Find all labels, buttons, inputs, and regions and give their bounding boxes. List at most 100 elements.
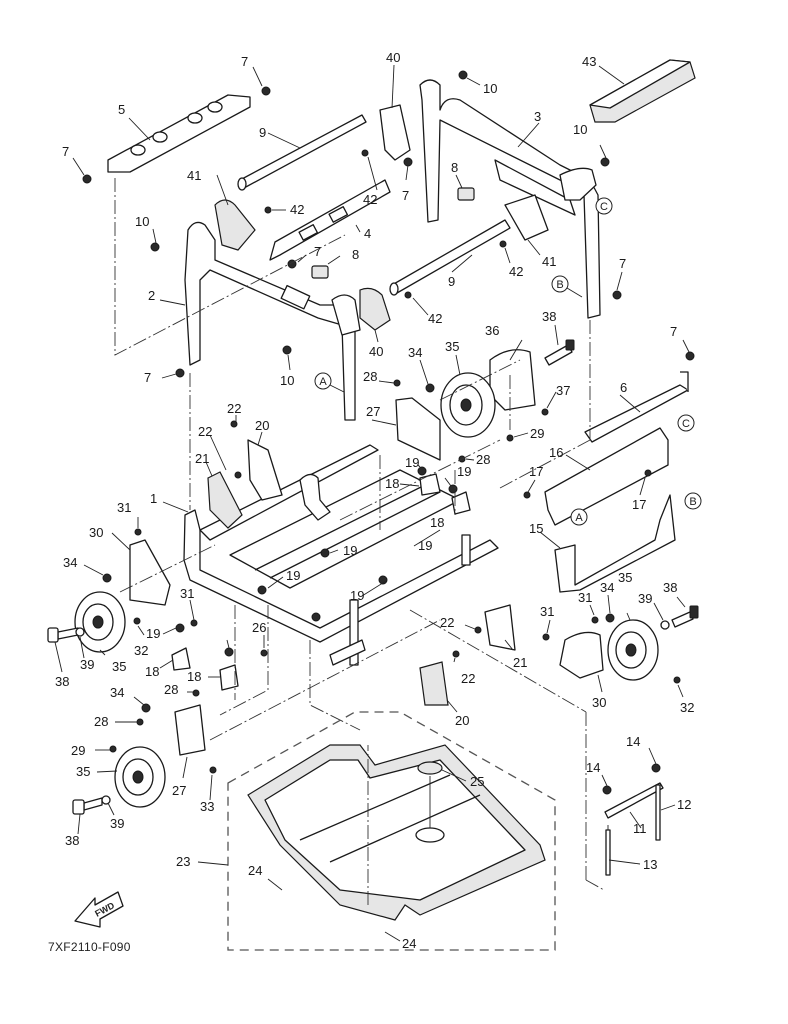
callout: 39	[638, 591, 652, 606]
callout: 31	[180, 586, 194, 601]
callout: 31	[578, 590, 592, 605]
callout: 7	[402, 188, 409, 203]
callout: 28	[476, 452, 490, 467]
callout: 19	[286, 568, 300, 583]
leader-lines	[54, 64, 690, 942]
part-side-panel	[554, 494, 676, 593]
callout: 33	[200, 799, 214, 814]
part-bolt-38-upper	[544, 339, 575, 366]
svg-text:B: B	[689, 496, 696, 508]
callout: 20	[255, 418, 269, 433]
assembly-lines	[114, 178, 605, 905]
callout: 38	[55, 674, 69, 689]
callout: 1	[150, 491, 157, 506]
callout: 10	[280, 373, 294, 388]
callout: 18	[145, 664, 159, 679]
part-rear-frame-hoop	[419, 79, 601, 319]
callout: 7	[241, 54, 248, 69]
callout: 32	[134, 643, 148, 658]
callout: 29	[71, 743, 85, 758]
callout: 10	[135, 214, 149, 229]
callout: 9	[259, 125, 266, 140]
part-bracket-41-left	[214, 199, 256, 251]
callout: 22	[461, 671, 475, 686]
part-hub-bracket-upper	[395, 397, 441, 461]
svg-text:C: C	[682, 418, 690, 430]
reference-marker-b-upper: B	[551, 275, 583, 298]
part-top-plate	[107, 94, 251, 173]
callout: 10	[573, 122, 587, 137]
figure-code: 7XF2110-F090	[48, 940, 131, 954]
callout: 35	[112, 659, 126, 674]
part-plug	[417, 761, 443, 775]
callout: 41	[542, 254, 556, 269]
callout: 35	[618, 570, 632, 585]
part-wheel-lower	[114, 746, 166, 808]
callout: 40	[369, 344, 383, 359]
callout: 20	[455, 713, 469, 728]
part-brace-assembly	[602, 763, 664, 876]
part-bracket-40-upper	[379, 104, 411, 161]
callout: 19	[457, 464, 471, 479]
part-cushion-pad	[589, 59, 696, 123]
callout: 18	[187, 669, 201, 684]
part-rail-bracket	[544, 427, 669, 526]
callout: 41	[187, 168, 201, 183]
callout: 31	[117, 500, 131, 515]
callout: 21	[513, 655, 527, 670]
callout: 26	[252, 620, 266, 635]
part-mount-18c	[171, 647, 191, 671]
svg-text:A: A	[575, 512, 583, 524]
callout: 38	[542, 309, 556, 324]
svg-text:B: B	[556, 279, 563, 291]
callout: 35	[445, 339, 459, 354]
callout: 27	[366, 404, 380, 419]
callout: 28	[164, 682, 178, 697]
callout: 37	[556, 383, 570, 398]
part-bracket-41-right	[504, 194, 549, 241]
callout: 36	[485, 323, 499, 338]
part-grommet-lower	[311, 265, 329, 279]
part-guard-20-lower	[419, 661, 449, 706]
callout: 9	[448, 274, 455, 289]
part-crossbar-bracket	[269, 179, 391, 261]
callout: 12	[677, 797, 691, 812]
callout: 19	[146, 626, 160, 641]
part-mount-18b	[451, 491, 471, 515]
callout: 11	[633, 821, 647, 836]
callout: 19	[343, 543, 357, 558]
reference-marker-c-upper: C	[595, 197, 613, 215]
part-washer-39-left	[75, 627, 85, 637]
svg-text:C: C	[600, 201, 608, 213]
callout: 19	[350, 588, 364, 603]
callout: 34	[110, 685, 124, 700]
callout: 14	[586, 760, 600, 775]
part-main-frame	[183, 444, 499, 666]
forward-direction-indicator: FWD	[74, 891, 124, 928]
callout: 8	[451, 160, 458, 175]
callout: 19	[405, 455, 419, 470]
fwd-arrow-icon	[74, 891, 124, 928]
callout: 17	[529, 464, 543, 479]
callout: 39	[110, 816, 124, 831]
callout: 34	[408, 345, 422, 360]
part-washer-39-right	[660, 620, 670, 630]
part-front-frame	[184, 221, 361, 421]
callout: 30	[89, 525, 103, 540]
callout: 7	[670, 324, 677, 339]
part-bolt-38-left	[47, 627, 79, 643]
callout: 42	[509, 264, 523, 279]
callout: 29	[530, 426, 544, 441]
callout: 39	[80, 657, 94, 672]
part-bracket-40-lower	[359, 287, 391, 331]
part-bolt-38-lower	[72, 797, 103, 815]
callout: 27	[172, 783, 186, 798]
callout: 7	[62, 144, 69, 159]
part-guard-20-upper	[247, 439, 283, 501]
callout: 13	[643, 857, 657, 872]
part-wheel-upper	[440, 372, 496, 438]
callout: 24	[248, 863, 262, 878]
callout: 21	[195, 451, 209, 466]
callout: 7	[144, 370, 151, 385]
